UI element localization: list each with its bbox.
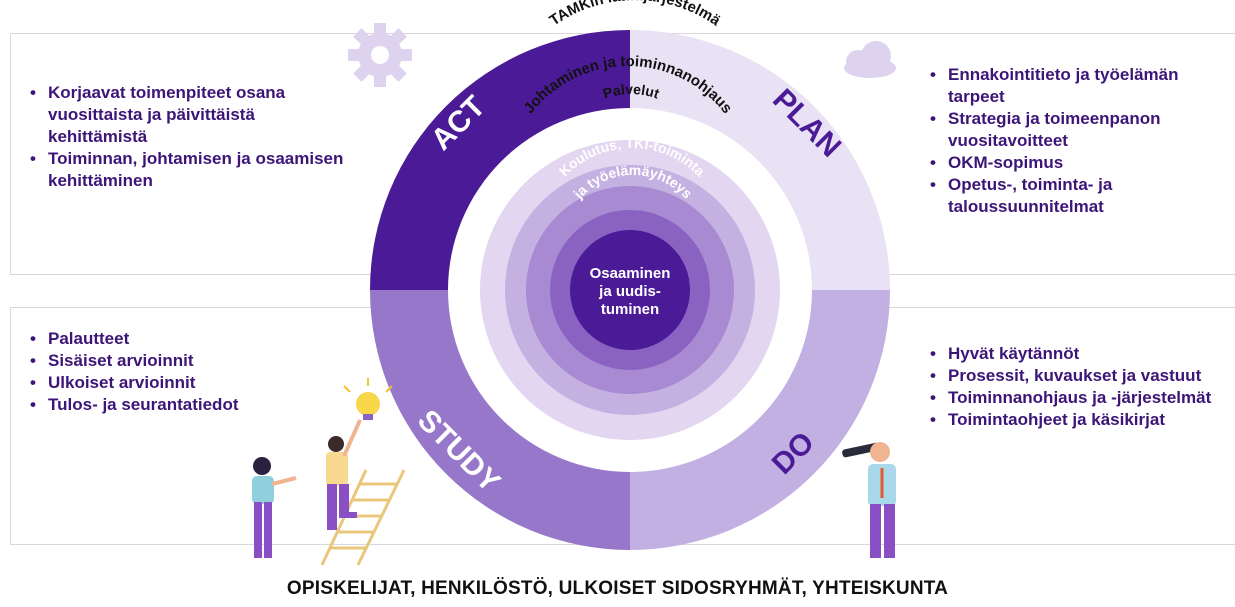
list-item: Toiminnanohjaus ja -järjestelmät <box>928 387 1228 409</box>
ring1-label: TAMKin laatujärjestelmä <box>547 0 724 30</box>
list-item: Korjaavat toimenpiteet osana vuosittaist… <box>28 82 358 148</box>
woman-illustration <box>252 457 297 558</box>
list-item: Ennakointitieto ja työelämän tarpeet <box>928 64 1228 108</box>
stakeholders-footer: OPISKELIJAT, HENKILÖSTÖ, ULKOISET SIDOSR… <box>286 578 949 599</box>
list-item: OKM-sopimus <box>928 152 1228 174</box>
center-line2: ja uudis- <box>598 283 661 300</box>
center-line1: Osaaminen <box>590 265 671 282</box>
list-item: Toimintaohjeet ja käsikirjat <box>928 409 1228 431</box>
study-list: Palautteet Sisäiset arvioinnit Ulkoiset … <box>28 328 348 416</box>
list-item: Ulkoiset arvioinnit <box>28 372 348 394</box>
list-item: Hyvät käytännöt <box>928 343 1228 365</box>
man-with-telescope-illustration <box>842 442 896 558</box>
list-item: Strategia ja toimeenpanon vuositavoittee… <box>928 108 1228 152</box>
list-item: Sisäiset arvioinnit <box>28 350 348 372</box>
center-circle <box>570 230 690 350</box>
list-item: Toiminnan, johtamisen ja osaamisen kehit… <box>28 148 358 192</box>
person-on-ladder-illustration <box>326 419 362 530</box>
list-item: Prosessit, kuvaukset ja vastuut <box>928 365 1228 387</box>
lightbulb-icon <box>343 378 393 420</box>
list-item: Opetus-, toiminta- ja taloussuunnitelmat <box>928 174 1228 218</box>
cloud-icon <box>844 41 896 78</box>
center-line3: tuminen <box>601 301 659 318</box>
act-list: Korjaavat toimenpiteet osana vuosittaist… <box>28 82 358 192</box>
list-item: Tulos- ja seurantatiedot <box>28 394 348 416</box>
do-list: Hyvät käytännöt Prosessit, kuvaukset ja … <box>928 343 1228 431</box>
list-item: Palautteet <box>28 328 348 350</box>
gear-icon <box>348 23 412 87</box>
plan-list: Ennakointitieto ja työelämän tarpeet Str… <box>928 64 1228 218</box>
